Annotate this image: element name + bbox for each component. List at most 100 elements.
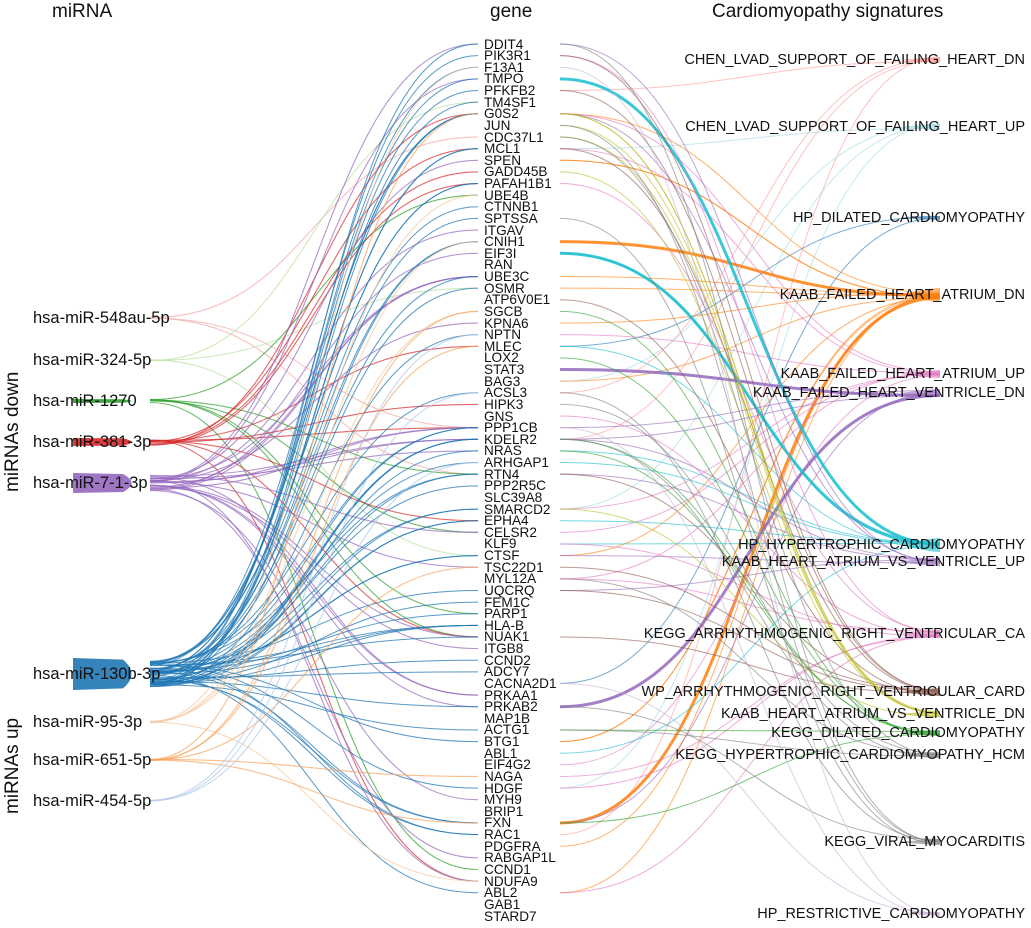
gene-signature-link [559, 125, 941, 510]
signature-label: CHEN_LVAD_SUPPORT_OF_FAILING_HEART_DN [684, 52, 1025, 68]
gene-label: TSC22D1 [484, 559, 544, 575]
gene-signature-link [559, 368, 941, 398]
gene-label: ADCY7 [484, 664, 530, 680]
gene-signature-link [559, 60, 941, 92]
gene-label: BAG3 [484, 373, 521, 389]
mirna-label: hsa-miR-548au-5p [33, 309, 170, 327]
signature-label: HP_DILATED_CARDIOMYOPATHY [792, 210, 1025, 226]
signature-label: HP_HYPERTROPHIC_CARDIOMYOPATHY [738, 537, 1025, 553]
gene-label: ABL1 [484, 745, 518, 761]
mirna-gene-link [149, 399, 479, 638]
mirna-label: hsa-miR-95-3p [33, 713, 143, 731]
gene-label: GAB1 [484, 896, 521, 912]
mirnas-up-group-label: miRNAs up [2, 717, 23, 814]
gene-signature-link [559, 635, 941, 894]
mirna-gene-link [149, 113, 479, 761]
gene-signature-link [559, 373, 941, 533]
gene-label: UQCRQ [484, 582, 535, 598]
gene-label: CTSF [484, 548, 520, 564]
gene-signature-link [559, 287, 941, 297]
gene-label: RABGAP1L [484, 850, 556, 866]
gene-label: KLF9 [484, 536, 517, 552]
mirna-column-header: miRNA [52, 1, 113, 22]
gene-signature-link [559, 415, 941, 636]
gene-label: RAN [484, 257, 513, 273]
gene-signature-link [559, 545, 941, 754]
mirna-gene-link [149, 488, 479, 859]
gene-signature-link [559, 57, 941, 394]
gene-label: G0S2 [484, 106, 519, 122]
gene-signature-link [559, 127, 941, 150]
mirna-label: hsa-miR-7-1-3p [33, 474, 148, 492]
mirna-label: hsa-miR-454-5p [33, 792, 152, 810]
mirna-label: hsa-miR-130b-3p [33, 665, 161, 683]
gene-signature-link [559, 391, 941, 824]
mirna-gene-link [149, 566, 479, 761]
signature-node-bar [900, 558, 940, 566]
signature-node-bar [900, 216, 940, 220]
gene-signature-link [559, 636, 941, 694]
gene-signature-link [559, 215, 941, 347]
gene-label: PDGFRA [484, 838, 541, 854]
mirna-gene-link [149, 474, 479, 533]
gene-label: SPTSSA [484, 210, 538, 226]
gene-label: CCND1 [484, 861, 531, 877]
gene-label: EIF4G2 [484, 757, 531, 773]
gene-label: SLC39A8 [484, 489, 543, 505]
gene-signature-link [559, 310, 941, 736]
gene-signature-link [559, 729, 941, 733]
mirna-gene-link [149, 241, 479, 723]
gene-label: MAP1B [484, 710, 531, 726]
mirna-gene-link [149, 679, 479, 824]
mirna-gene-link [149, 399, 479, 615]
gene-signature-link [559, 66, 941, 915]
mirna-gene-link [149, 759, 479, 824]
gene-label: GADD45B [484, 164, 548, 180]
signature-node-bar [900, 57, 940, 63]
signature-label: KEGG_ARRHYTHMOGENIC_RIGHT_VENTRICULAR_CA [643, 626, 1025, 642]
gene-label: DDIT4 [484, 36, 524, 52]
mirna-gene-link [149, 229, 479, 482]
signature-node-bar [900, 688, 940, 696]
gene-signature-link [559, 403, 941, 754]
signature-label: KAAB_HEART_ATRIUM_VS_VENTRICLE_DN [720, 706, 1025, 722]
gene-label: TMPO [484, 71, 524, 87]
gene-signature-link [559, 43, 941, 843]
gene-signature-link [559, 295, 941, 743]
gene-label: EPHA4 [484, 513, 529, 529]
gene-signature-link [559, 159, 941, 297]
mirna-gene-link [149, 758, 479, 778]
gene-label: MYH9 [484, 792, 522, 808]
mirna-gene-link [149, 392, 479, 802]
mirna-gene-link [149, 113, 479, 664]
gene-label: BRIP1 [484, 803, 524, 819]
gene-label: UBE3C [484, 269, 530, 285]
gene-label: RAC1 [484, 827, 521, 843]
gene-signature-link [559, 438, 941, 758]
gene-signature-link [559, 733, 941, 824]
gene-signature-link [559, 392, 941, 842]
gene-signature-link [559, 394, 941, 709]
gene-label: FXN [484, 815, 512, 831]
gene-signature-link [559, 682, 941, 914]
gene-signature-link [559, 148, 941, 374]
gene-signature-link [559, 43, 941, 563]
mirna-gene-link [149, 636, 479, 667]
gene-label: SMARCD2 [484, 501, 551, 517]
node-bars [73, 57, 940, 916]
gene-signature-link [559, 438, 941, 734]
mirna-gene-link [149, 671, 479, 679]
gene-signature-link [559, 438, 941, 560]
gene-label: MCL1 [484, 141, 521, 157]
signature-node-bar [900, 752, 940, 758]
mirna-gene-link [149, 241, 479, 683]
mirna-gene-link [149, 148, 479, 685]
gene-signature-links [559, 43, 941, 915]
mirna-gene-link [149, 438, 479, 685]
gene-label: FEM1C [484, 594, 531, 610]
signature-node-bar [900, 288, 940, 302]
gene-signature-link [559, 59, 941, 440]
gene-column-header: gene [490, 1, 533, 22]
gene-signature-link [559, 113, 941, 713]
mirna-gene-link [149, 440, 479, 638]
